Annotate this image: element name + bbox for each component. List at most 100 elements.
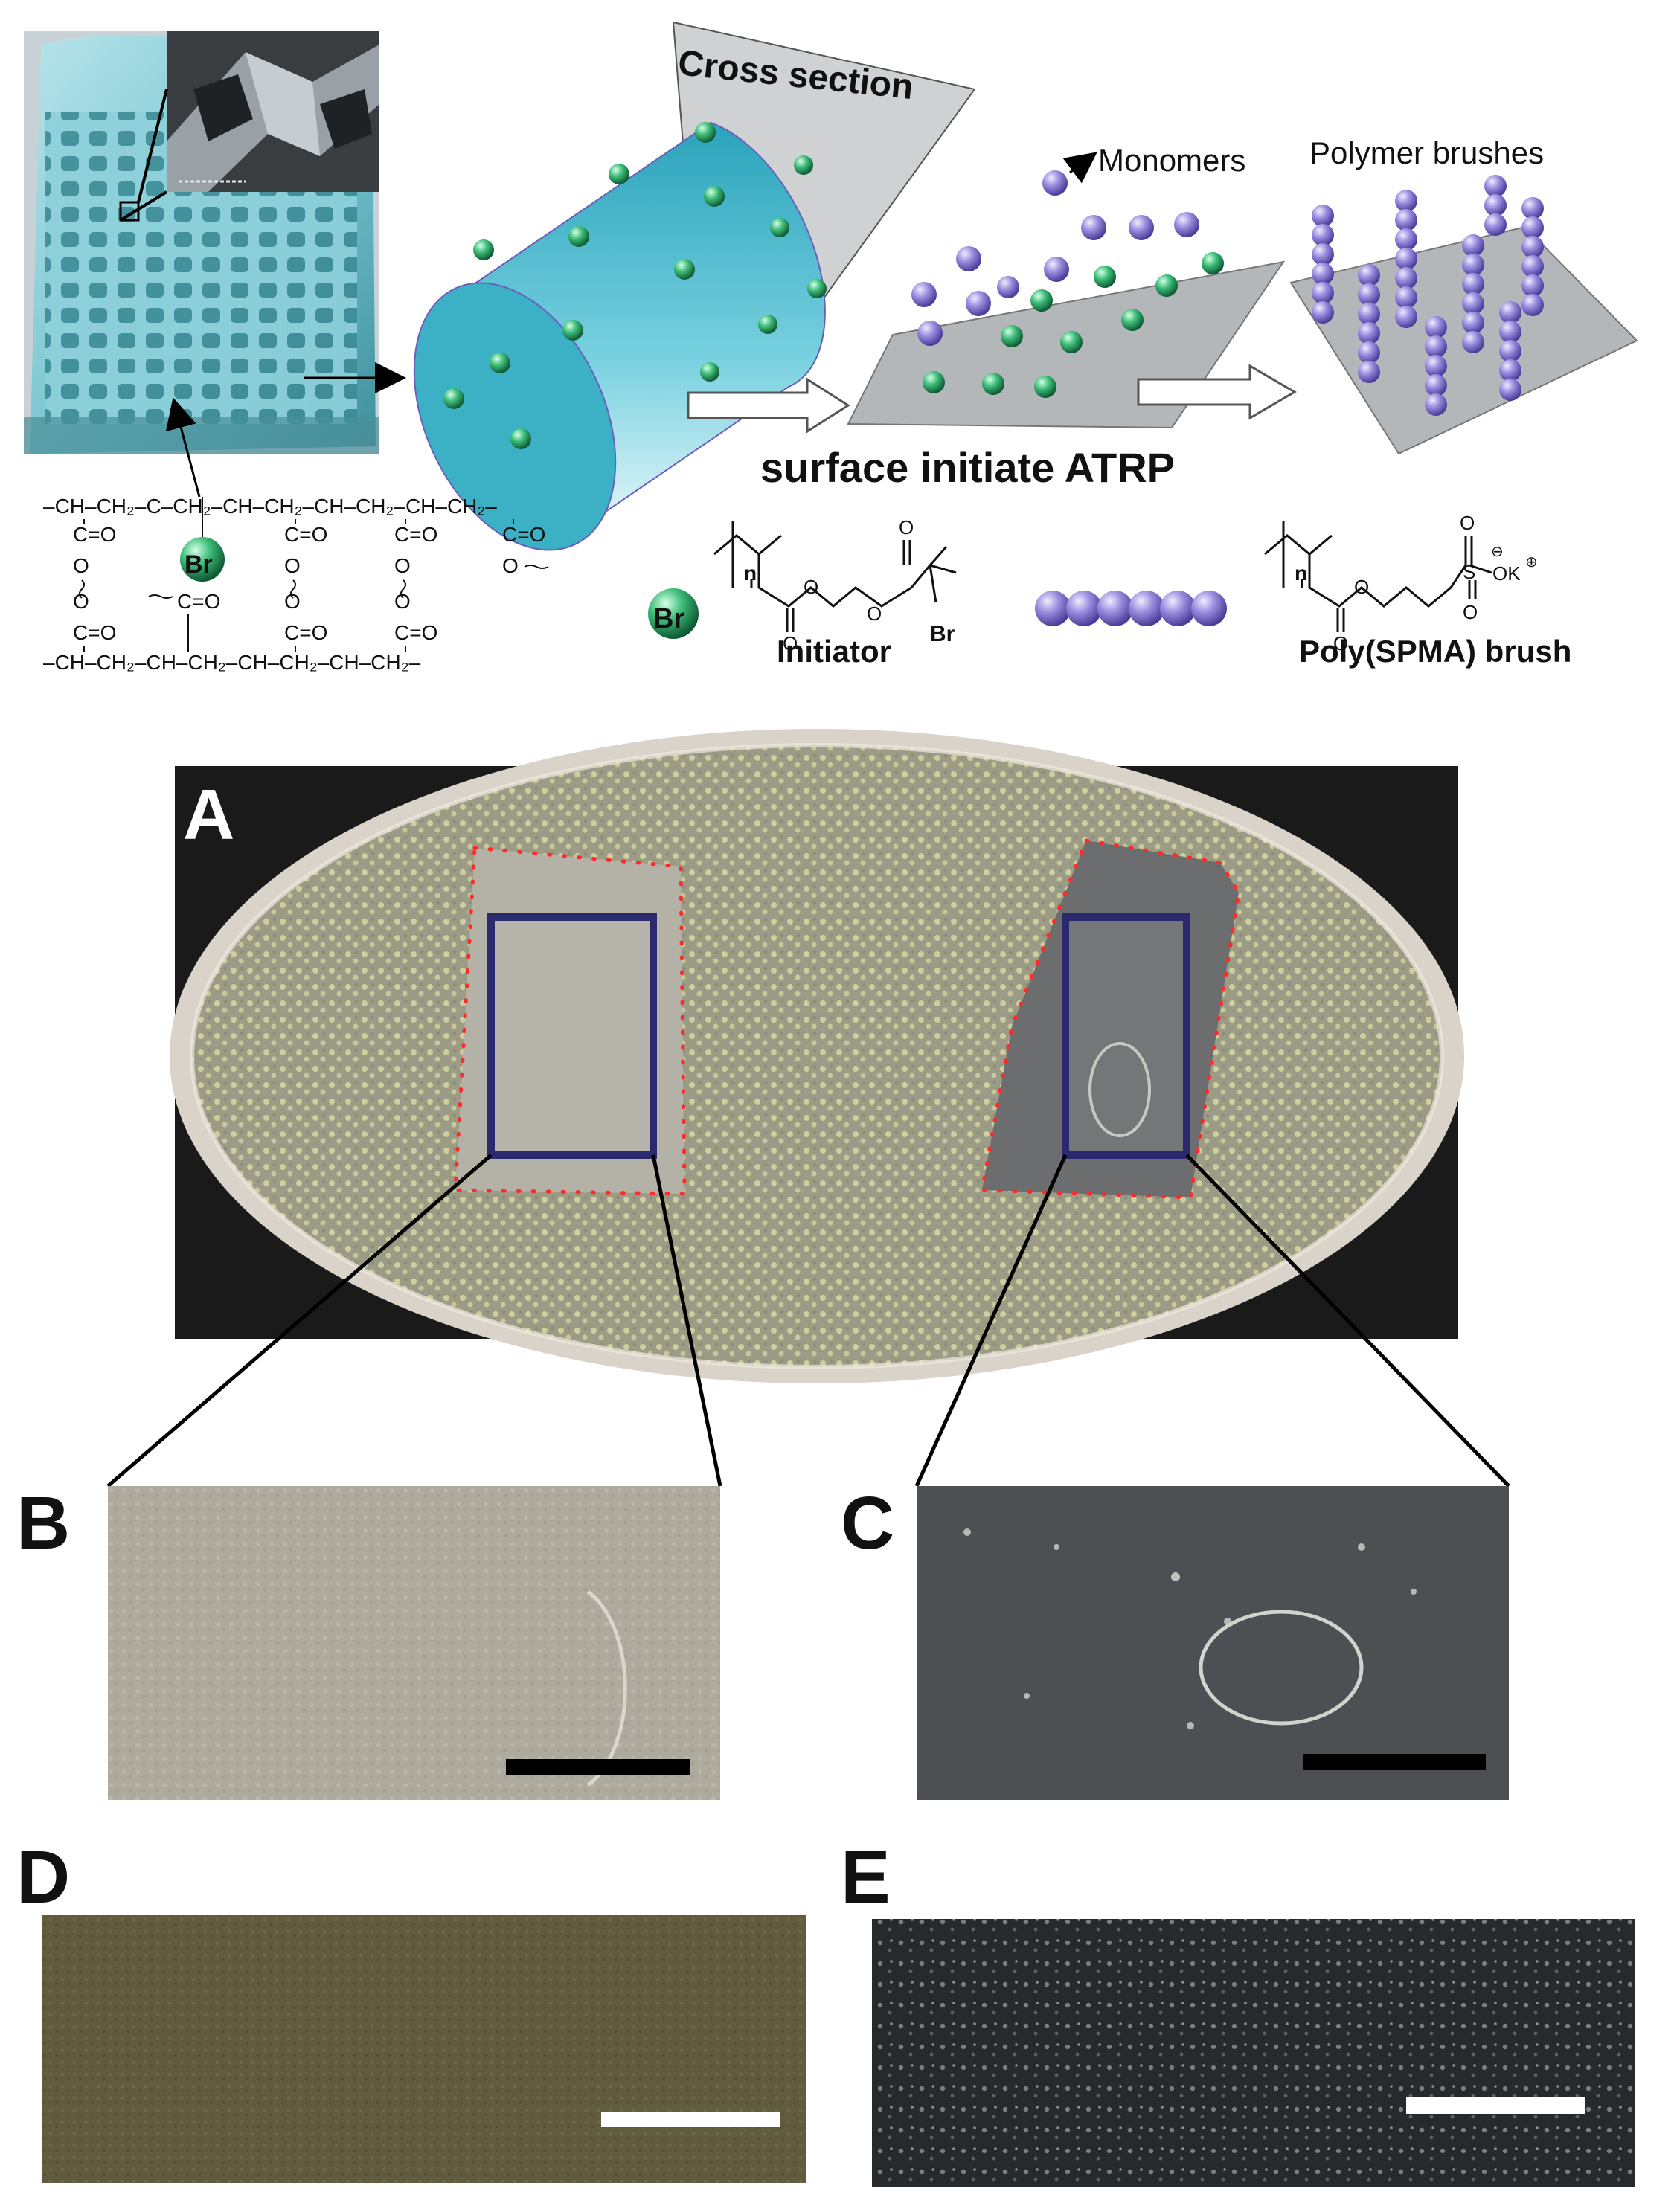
- sphere-purple: [1066, 591, 1102, 626]
- carbonyl-5: C=O: [73, 621, 116, 644]
- sphere-purple: [956, 246, 981, 271]
- ester-o-3: O: [394, 554, 411, 577]
- br-label-network: Br: [185, 550, 213, 579]
- right-zoom-box: [1062, 913, 1190, 1159]
- brush-monomer: [1462, 254, 1484, 276]
- brush-monomer: [1358, 303, 1380, 325]
- spma-o-4: O: [1463, 601, 1478, 623]
- brush-monomer: [1462, 331, 1484, 353]
- ester-o-7: O: [394, 590, 411, 613]
- brush-monomer: [1484, 194, 1507, 216]
- ester-o-6: O: [284, 590, 301, 613]
- sphere-green: [794, 155, 813, 175]
- sphere-green: [1060, 331, 1083, 353]
- process-arrow-2: [1137, 364, 1297, 420]
- sphere-purple: [1129, 591, 1164, 626]
- panel-e-label: E: [841, 1836, 891, 1919]
- brush-monomer: [1462, 273, 1484, 295]
- sphere-green: [443, 388, 464, 409]
- sphere-purple: [1129, 215, 1154, 240]
- panel-b: B: [16, 1482, 720, 1800]
- brush-monomer: [1395, 248, 1417, 270]
- sphere-green: [807, 279, 827, 298]
- brush-monomer: [1521, 236, 1544, 258]
- polymer-network-structure: –CH–CH₂–C–CH₂–CH–CH₂–CH–CH₂–CH–CH₂– C=O …: [43, 495, 549, 674]
- scale-bar-d: [601, 2112, 780, 2127]
- spma-charge-plus: ⊕: [1525, 554, 1538, 570]
- initiator-label: Initiator: [777, 634, 891, 669]
- spma-charge-minus: ⊖: [1491, 544, 1504, 560]
- initiator-o-1: O: [804, 576, 818, 598]
- spma-s: S: [1463, 561, 1475, 583]
- brush-monomer: [1312, 263, 1334, 285]
- panel-a-label: A: [183, 775, 234, 855]
- brush-monomer: [1521, 197, 1544, 219]
- sphere-green: [770, 218, 789, 237]
- sphere-purple: [1191, 591, 1227, 626]
- free-monomers: [911, 170, 1199, 346]
- right-sample-ring: [1088, 1042, 1151, 1137]
- initiator-spheres-cylinder: [443, 122, 827, 449]
- br-sphere-network: [180, 537, 225, 582]
- brush-monomer: [1462, 234, 1484, 257]
- brush-monomer: [1521, 216, 1544, 239]
- spma-o-3: O: [1460, 512, 1475, 534]
- brush-monomer: [1395, 267, 1417, 289]
- initiator-o-3: O: [867, 602, 882, 625]
- sphere-green: [704, 186, 725, 207]
- sphere-purple: [1160, 591, 1196, 626]
- sphere-purple: [911, 282, 937, 307]
- brush-monomer: [1312, 282, 1334, 304]
- sphere-green: [1030, 289, 1053, 312]
- brush-monomer: [1484, 175, 1507, 197]
- sphere-green: [1202, 252, 1224, 274]
- carbonyl-6: C=O: [177, 590, 220, 613]
- brush-monomer: [1358, 341, 1380, 364]
- schematic: Cross section: [24, 21, 1638, 674]
- br-label-initiator: Br: [653, 603, 684, 634]
- ester-o-1: O: [73, 554, 89, 577]
- sphere-green: [982, 373, 1004, 395]
- brush-monomer: [1358, 283, 1380, 306]
- sphere-purple: [1044, 257, 1069, 282]
- brush-monomer: [1425, 355, 1447, 377]
- brush-monomer: [1358, 361, 1380, 383]
- top-chain: –CH–CH₂–C–CH₂–CH–CH₂–CH–CH₂–CH–CH₂–: [43, 495, 497, 518]
- ester-o-4: O: [502, 554, 519, 577]
- sphere-green: [568, 226, 589, 247]
- sphere-green: [674, 259, 695, 280]
- carbonyl-7: C=O: [284, 621, 327, 644]
- sphere-green: [1121, 309, 1144, 331]
- sphere-green: [758, 315, 777, 334]
- bottom-chain: –CH–CH₂–CH–CH₂–CH–CH₂–CH–CH₂–: [43, 651, 421, 674]
- carbonyl-4: C=O: [502, 523, 545, 546]
- sphere-green: [490, 353, 510, 373]
- spma-brush-label: Poly(SPMA) brush: [1299, 634, 1571, 669]
- brush-monomer: [1312, 205, 1334, 227]
- carbonyl-2: C=O: [284, 523, 327, 546]
- sphere-green: [473, 239, 494, 260]
- brush-monomer: [1499, 359, 1521, 382]
- brush-monomer: [1395, 190, 1417, 212]
- sphere-purple: [917, 321, 943, 346]
- scale-bar-c: [1303, 1754, 1486, 1770]
- initiator-structure: Br n O O O O Br Initiator: [648, 516, 957, 669]
- ester-o-5: O: [73, 590, 89, 613]
- cylinder: [413, 121, 826, 551]
- panel-d-label: D: [16, 1836, 70, 1919]
- spma-ok: OK: [1492, 562, 1521, 585]
- brush-monomer: [1395, 286, 1417, 309]
- spma-o-1: O: [1354, 576, 1369, 598]
- initiator-o-4: O: [899, 516, 914, 538]
- sphere-green: [562, 320, 583, 341]
- brush-monomer: [1462, 312, 1484, 334]
- brush-monomer: [1425, 316, 1447, 338]
- monomer-chain-legend: [1035, 591, 1227, 626]
- sample-ring-c: [1199, 1610, 1364, 1726]
- brush-monomer: [1425, 335, 1447, 358]
- brush-monomer: [1395, 228, 1417, 251]
- sphere-purple: [997, 276, 1019, 298]
- brush-monomer: [1312, 243, 1334, 266]
- scaffold-photo: [24, 31, 379, 454]
